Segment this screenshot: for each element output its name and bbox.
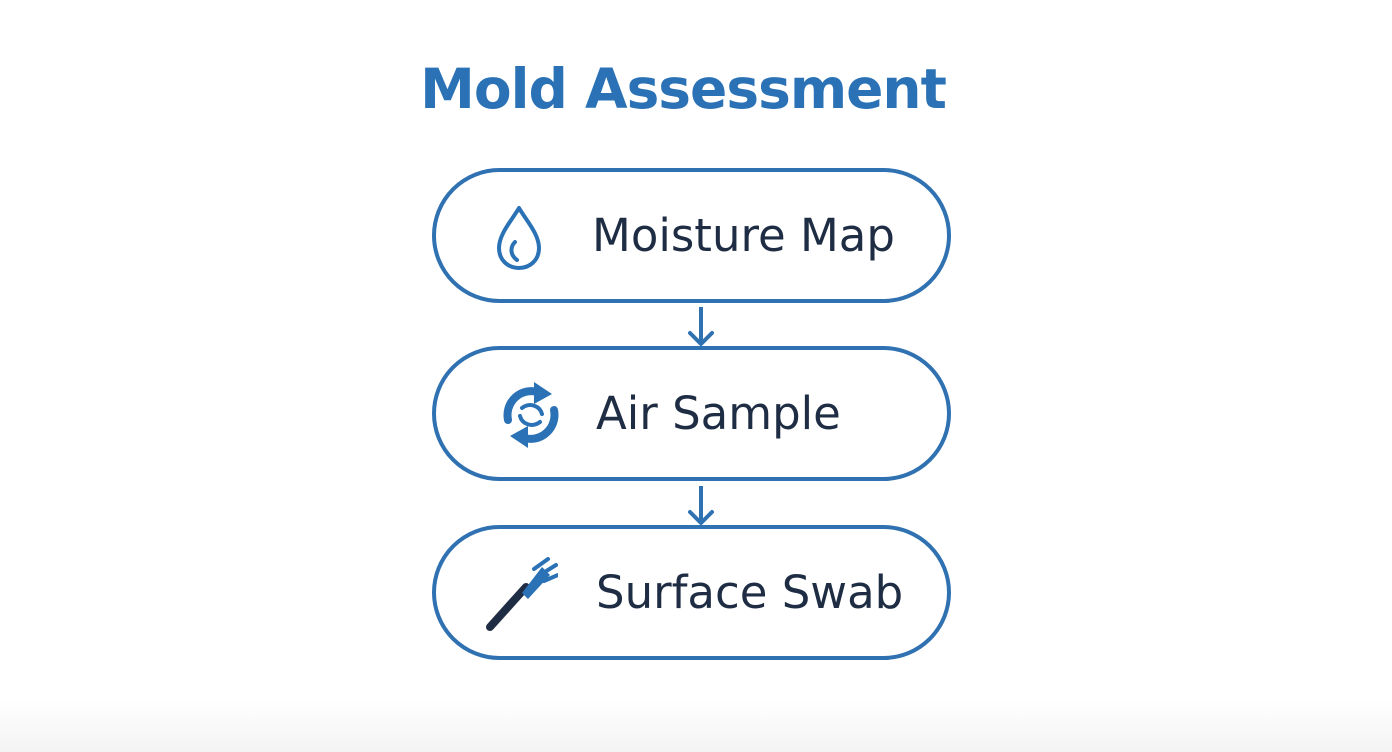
step-label: Air Sample (596, 387, 841, 440)
water-drop-icon (482, 200, 556, 274)
diagram-title: Mold Assessment (420, 57, 947, 121)
flow-arrow (684, 484, 718, 528)
air-circulation-icon (494, 378, 568, 452)
flow-arrow (684, 305, 718, 349)
swab-icon (484, 557, 558, 631)
step-air-sample: Air Sample (432, 346, 951, 481)
step-label: Moisture Map (592, 209, 895, 262)
step-moisture-map: Moisture Map (432, 168, 951, 303)
step-surface-swab: Surface Swab (432, 525, 951, 660)
step-label: Surface Swab (596, 566, 904, 619)
